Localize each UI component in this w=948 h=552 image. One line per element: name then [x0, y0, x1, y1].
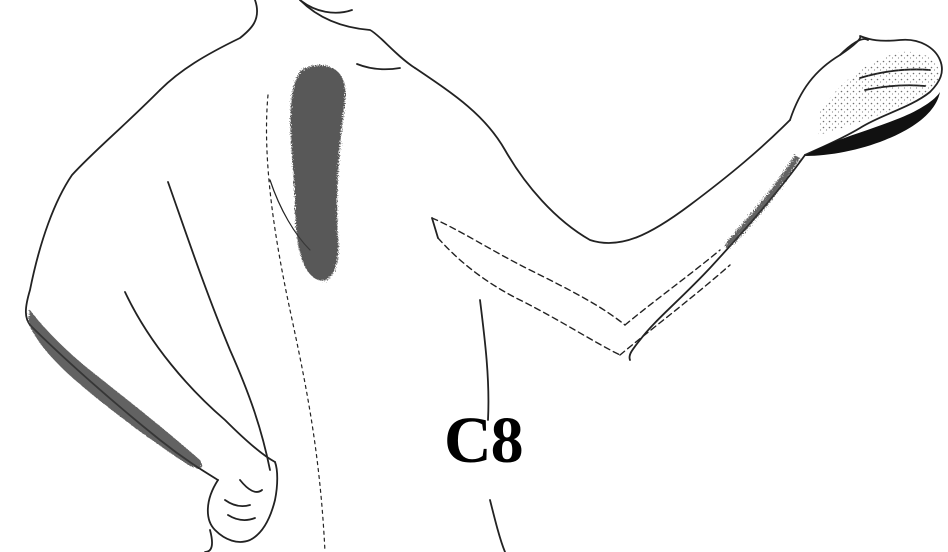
neck-outline [160, 0, 257, 90]
inner-arm-dashed-end [625, 250, 720, 325]
left-shoulder-outline [26, 90, 160, 325]
left-finger-1 [225, 500, 250, 506]
torso-right-line [480, 300, 488, 420]
left-forearm-shading [28, 310, 202, 468]
left-arm-inner-line [168, 182, 270, 470]
left-thumb [240, 480, 262, 492]
left-hand-outline [208, 462, 277, 542]
inner-arm-dashed-lower [438, 238, 620, 355]
inner-arm-dashed-end-2 [620, 265, 730, 355]
left-wrist-line [205, 530, 212, 552]
right-hand-dots [818, 52, 940, 135]
inner-arm-dashed-upper [432, 218, 625, 325]
dermatome-label: C8 [444, 408, 523, 474]
back-shading [290, 65, 345, 280]
collar-line [357, 64, 400, 69]
left-finger-2 [228, 515, 255, 520]
right-shoulder-outline [415, 68, 790, 243]
torso-lower-line [490, 500, 505, 552]
